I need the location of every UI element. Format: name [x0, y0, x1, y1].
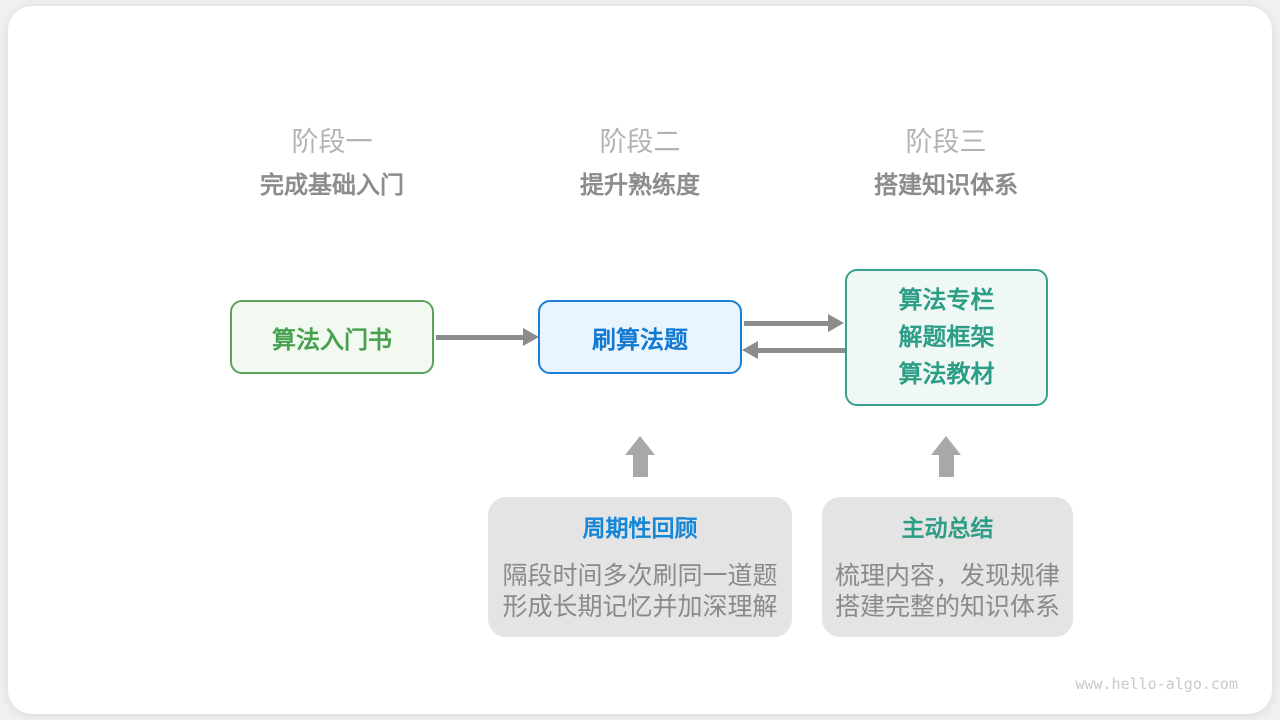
flow-box-practice-problems-label: 刷算法题: [592, 326, 688, 354]
stage-3-subtitle: 搭建知识体系: [874, 172, 1018, 199]
stage-1-header: 阶段一 完成基础入门: [182, 129, 482, 198]
note-active-summary-body: 梳理内容，发现规律 搭建完整的知识体系: [822, 561, 1073, 623]
stage-1-title: 阶段一: [291, 127, 373, 157]
arrow-up-head: [931, 436, 961, 455]
note-periodic-review: 周期性回顾 隔段时间多次刷同一道题 形成长期记忆并加深理解: [488, 497, 792, 637]
arrow-right-icon: [744, 314, 844, 332]
note-body-line: 搭建完整的知识体系: [834, 593, 1060, 621]
flow-box-practice-problems: 刷算法题: [538, 300, 742, 374]
arrow-up-stem: [632, 455, 648, 477]
arrow-up-head: [625, 436, 655, 455]
stage-3-header: 阶段三 搭建知识体系: [796, 129, 1096, 198]
note-body-line: 形成长期记忆并加深理解: [502, 593, 778, 621]
stage-2-subtitle: 提升熟练度: [580, 172, 700, 199]
watermark: www.hello-algo.com: [1075, 675, 1238, 693]
note-periodic-review-title: 周期性回顾: [582, 515, 698, 541]
stage-1-subtitle: 完成基础入门: [260, 172, 404, 199]
flow-box-beginner-book-label: 算法入门书: [272, 326, 392, 354]
arrow-up-icon: [931, 436, 961, 477]
arrow-left-icon: [742, 341, 845, 359]
note-active-summary: 主动总结 梳理内容，发现规律 搭建完整的知识体系: [822, 497, 1073, 637]
flow-box-beginner-book: 算法入门书: [230, 300, 434, 374]
note-body-line: 隔段时间多次刷同一道题: [502, 562, 778, 590]
flow-box-advanced-resources: 算法专栏 解题框架 算法教材: [845, 269, 1048, 406]
note-body-line: 梳理内容，发现规律: [834, 562, 1060, 590]
arrow-up-stem: [938, 455, 954, 477]
arrow-up-icon: [625, 436, 655, 477]
flow-box-advanced-resources-line-2: 解题框架: [898, 324, 995, 351]
note-active-summary-title: 主动总结: [901, 515, 994, 541]
stage-2-title: 阶段二: [599, 127, 681, 157]
note-periodic-review-body: 隔段时间多次刷同一道题 形成长期记忆并加深理解: [488, 561, 792, 623]
arrow-right-icon: [436, 328, 539, 346]
flow-box-advanced-resources-line-3: 算法教材: [898, 361, 995, 388]
stage-3-title: 阶段三: [905, 127, 987, 157]
flow-box-advanced-resources-line-1: 算法专栏: [898, 287, 995, 314]
stage-2-header: 阶段二 提升熟练度: [490, 129, 790, 198]
